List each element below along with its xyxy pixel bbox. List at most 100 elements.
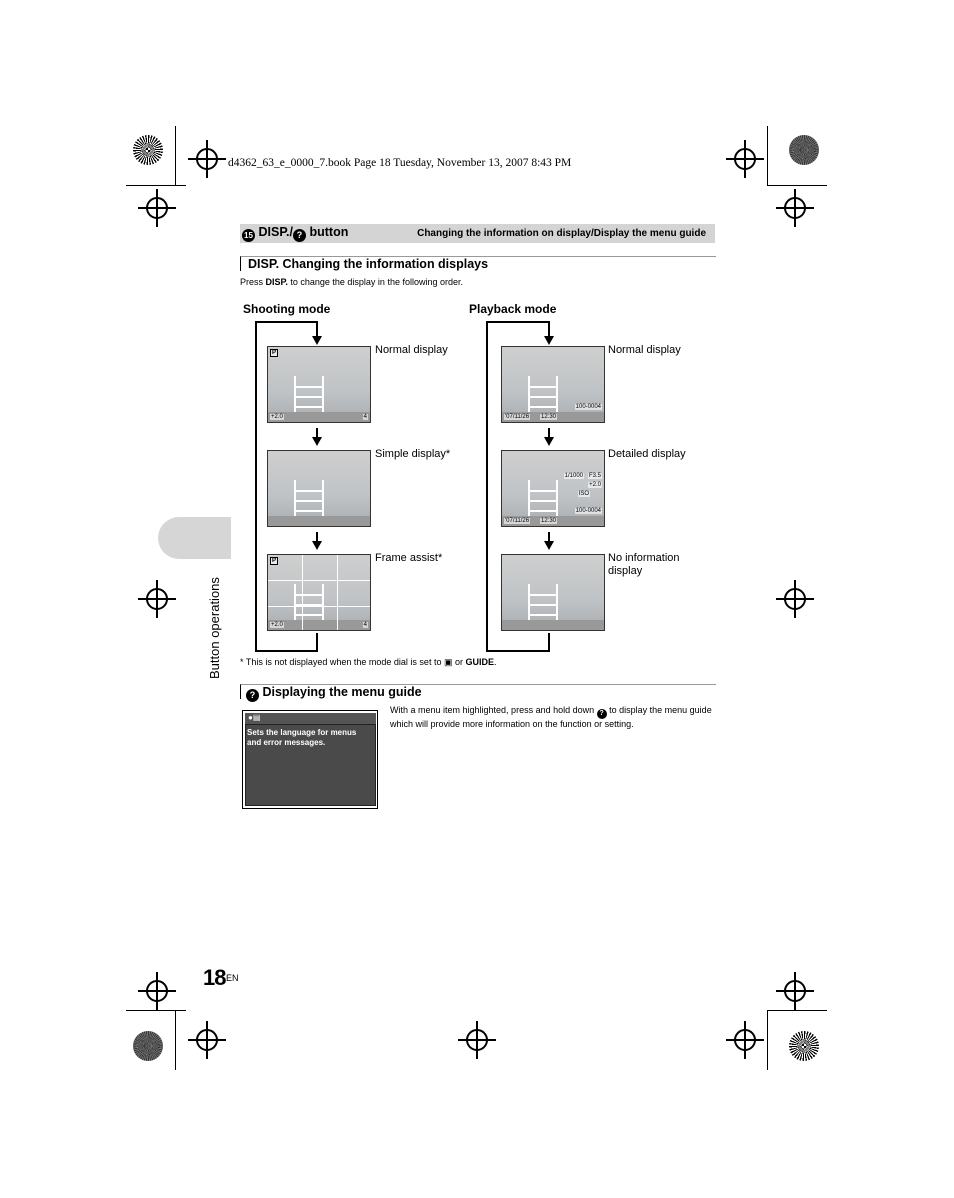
tower-image: [528, 480, 558, 520]
crosshair-mark: [784, 980, 806, 1002]
loop-line: [316, 633, 318, 652]
sea-image: [268, 516, 370, 526]
shutter-speed: 1/1000: [564, 473, 584, 479]
crop-line: [175, 1010, 176, 1070]
date-stamp: '07/11/26: [504, 414, 530, 420]
crop-line: [767, 126, 768, 186]
help-icon: ?: [246, 689, 259, 702]
footnote: * This is not displayed when the mode di…: [240, 657, 497, 668]
menu-guide-topbar: [245, 713, 376, 724]
shooting-mode-title: Shooting mode: [243, 302, 330, 316]
camera-screen-normal: P +2.0 4: [267, 346, 371, 423]
disp-heading: DISP. Changing the information displays: [248, 257, 488, 271]
page-language: EN: [226, 973, 239, 983]
playback-label-1: Normal display: [608, 344, 681, 356]
loop-line: [255, 321, 257, 652]
arrow-down: [544, 336, 554, 345]
loop-line: [255, 650, 318, 652]
guide-description: With a menu item highlighted, press and …: [390, 705, 720, 730]
aperture-value: F3.5: [588, 473, 602, 479]
crop-line: [126, 185, 186, 186]
tower-image: [294, 584, 324, 624]
playback-screen-no-info: [501, 554, 605, 631]
shooting-label-3: Frame assist*: [375, 552, 442, 564]
crosshair-mark: [196, 148, 218, 170]
guide-heading: ? Displaying the menu guide: [246, 685, 422, 702]
registration-rosette: [133, 135, 163, 165]
registration-rosette: [133, 1031, 163, 1061]
menu-guide-text: Sets the language for menus and error me…: [247, 728, 367, 748]
playback-mode-title: Playback mode: [469, 302, 556, 316]
iso-value: ISO: [578, 491, 590, 497]
file-number: 100-0004: [575, 404, 602, 410]
ev-indicator: +2.0: [270, 414, 284, 420]
section-title-text: DISP./: [258, 225, 293, 239]
crosshair-mark: [734, 148, 756, 170]
section-number-badge: 15: [242, 229, 255, 242]
ev-value: +2.0: [588, 482, 602, 488]
crosshair-mark: [784, 588, 806, 610]
camera-screen-frame-assist: P +2.0 4: [267, 554, 371, 631]
crosshair-mark: [784, 197, 806, 219]
camera-screen-simple: [267, 450, 371, 527]
footnote-end: .: [494, 657, 497, 667]
help-icon: ?: [597, 709, 607, 719]
time-stamp: 12:30: [540, 414, 557, 420]
side-tab: [158, 517, 231, 559]
intro-text: Press: [240, 277, 266, 287]
help-icon: ?: [293, 229, 306, 242]
loop-line: [486, 321, 488, 652]
loop-line: [486, 321, 550, 323]
grid-line: [337, 555, 338, 630]
crop-line: [126, 1010, 186, 1011]
crosshair-mark: [466, 1029, 488, 1051]
arrow-down: [544, 437, 554, 446]
date-stamp: '07/11/26: [504, 518, 530, 524]
ev-indicator: +2.0: [270, 622, 284, 628]
loop-line: [548, 633, 550, 652]
crop-line: [767, 1010, 827, 1011]
playback-screen-detailed: 1/1000 F3.5 +2.0 ISO 100-0004 '07/11/26 …: [501, 450, 605, 527]
playback-label-2: Detailed display: [608, 448, 686, 460]
arrow-down: [544, 541, 554, 550]
file-number: 100-0004: [575, 508, 602, 514]
grid-line: [302, 555, 303, 630]
section-title-suffix: button: [306, 225, 348, 239]
time-stamp: 12:30: [540, 518, 557, 524]
guide-heading-text: Displaying the menu guide: [262, 685, 421, 699]
arrow-down: [312, 437, 322, 446]
playback-screen-normal: 100-0004 '07/11/26 12:30: [501, 346, 605, 423]
playback-label-3: No information display: [608, 552, 700, 578]
loop-line: [548, 321, 550, 337]
crosshair-mark: [146, 197, 168, 219]
guide-desc-text: With a menu item highlighted, press and …: [390, 705, 597, 715]
arrow-down: [312, 541, 322, 550]
crop-line: [767, 1010, 768, 1070]
crosshair-mark: [734, 1029, 756, 1051]
crosshair-mark: [146, 588, 168, 610]
arrow-down: [312, 336, 322, 345]
crosshair-mark: [146, 980, 168, 1002]
shooting-label-2: Simple display*: [375, 448, 450, 460]
print-header: d4362_63_e_0000_7.book Page 18 Tuesday, …: [228, 157, 571, 169]
registration-rosette: [789, 135, 819, 165]
section-subtitle: Changing the information on display/Disp…: [417, 228, 706, 239]
footnote-text: * This is not displayed when the mode di…: [240, 657, 444, 667]
registration-rosette: [789, 1031, 819, 1061]
mode-indicator: P: [270, 557, 278, 565]
disp-intro: Press DISP. to change the display in the…: [240, 277, 463, 287]
tower-image: [294, 480, 324, 520]
footnote-or: or: [452, 657, 465, 667]
disp-key: DISP.: [266, 277, 288, 287]
menu-icon: ●▤: [248, 713, 260, 722]
frame-counter: 4: [363, 414, 368, 420]
page-number: 18: [203, 965, 225, 991]
crop-line: [175, 126, 176, 186]
tower-image: [528, 376, 558, 416]
grid-line: [268, 580, 370, 581]
tower-image: [294, 376, 324, 416]
side-tab-label: Button operations: [207, 577, 222, 679]
crosshair-mark: [196, 1029, 218, 1051]
loop-line: [486, 650, 550, 652]
mode-indicator: P: [270, 349, 278, 357]
